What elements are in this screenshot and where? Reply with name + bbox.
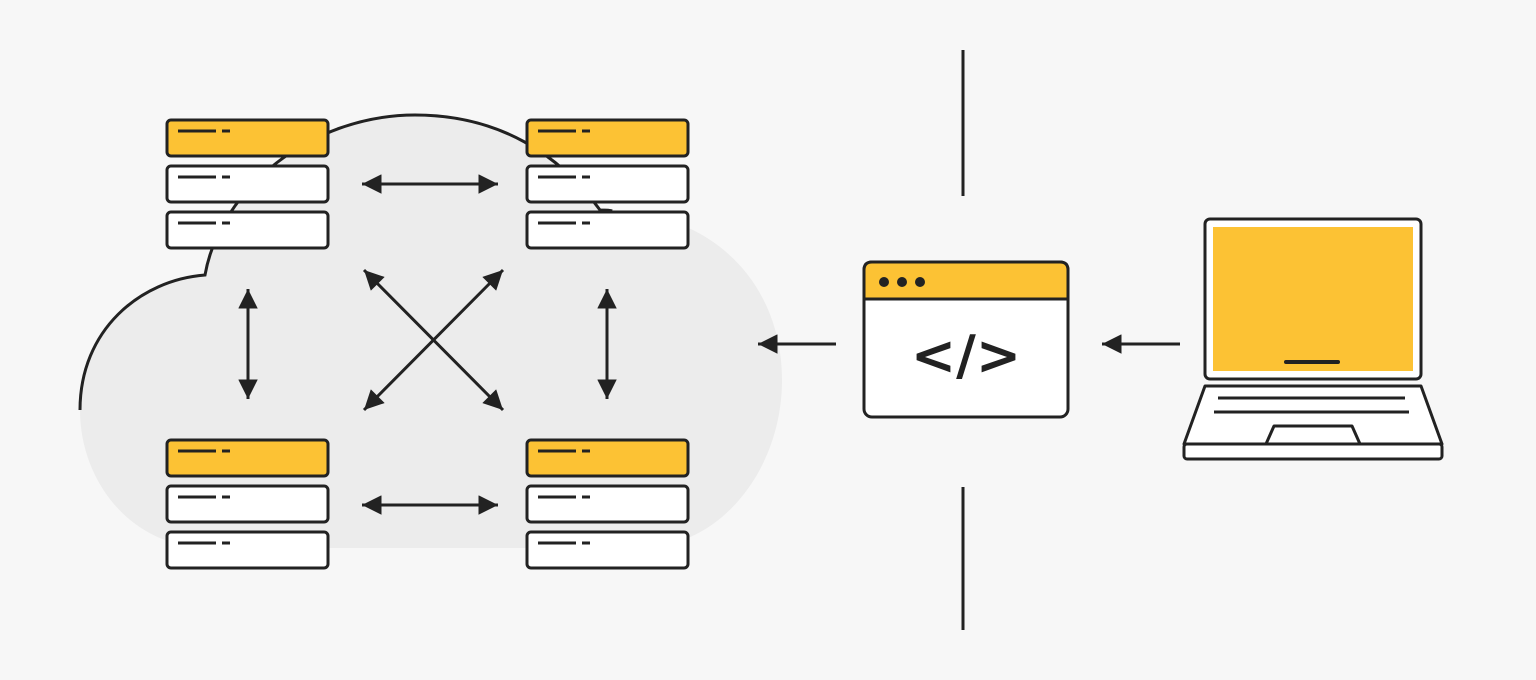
arrow-diagonal-up	[362, 268, 505, 412]
server-stack-bottom-right	[525, 438, 690, 570]
window-dot-icon	[897, 277, 907, 287]
window-dot-icon	[879, 277, 889, 287]
laptop	[1182, 217, 1444, 461]
server-stack-bottom-left	[165, 438, 330, 570]
server-stack-icon	[525, 438, 690, 570]
server-stack-top-left	[165, 118, 330, 250]
laptop-icon	[1182, 217, 1444, 461]
window-dot-icon	[915, 277, 925, 287]
server-stack-icon	[525, 118, 690, 250]
server-stack-icon	[165, 118, 330, 250]
code-window: </>	[862, 260, 1070, 419]
server-stack-icon	[165, 438, 330, 570]
code-window-icon: </>	[862, 260, 1070, 419]
code-symbol: </>	[911, 324, 1021, 387]
server-stack-top-right	[525, 118, 690, 250]
